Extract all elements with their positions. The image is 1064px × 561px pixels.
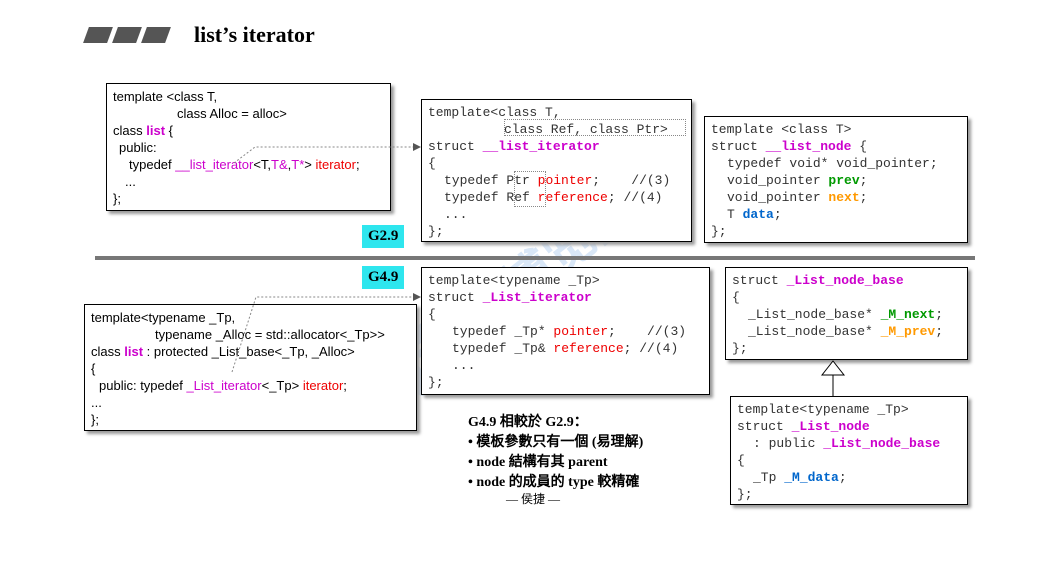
- code-line: ...: [452, 358, 476, 373]
- code-line: typedef _Tp& reference; //(4): [452, 341, 679, 356]
- author-signature: — 侯捷 —: [506, 492, 561, 506]
- version-label-g49: G4.9: [362, 266, 405, 289]
- g49-iterator-box: template<typename _Tp> struct _List_iter…: [421, 267, 710, 395]
- code-line: public: typedef _List_iterator<_Tp> iter…: [99, 378, 347, 393]
- code-line: ...: [444, 207, 468, 222]
- code-line: struct _List_iterator: [428, 290, 592, 305]
- code-line: {: [428, 156, 436, 171]
- code-line: };: [428, 375, 444, 390]
- version-separator: [95, 256, 975, 260]
- code-line: _List_node_base* _M_prev;: [748, 324, 944, 339]
- code-line: struct __list_node {: [711, 139, 868, 154]
- code-line: template <class T,: [113, 89, 218, 104]
- code-line: _List_node_base* _M_next;: [748, 307, 944, 322]
- inheritance-triangle-icon: [820, 360, 846, 376]
- code-line: struct __list_iterator: [428, 139, 600, 154]
- code-line: template<typename _Tp,: [91, 310, 236, 325]
- code-line: void_pointer next;: [727, 190, 868, 205]
- typedef-params-highlight: [514, 171, 546, 207]
- g29-iterator-box: template<class T, class Ref, class Ptr> …: [421, 99, 692, 242]
- code-line: typedef void* void_pointer;: [727, 156, 938, 171]
- g49-list-box: template<typename _Tp, typename _Alloc =…: [84, 304, 417, 431]
- code-line: class Ref, class Ptr>: [504, 122, 668, 137]
- code-line: {: [732, 290, 740, 305]
- code-line: struct _List_node_base: [732, 273, 904, 288]
- code-line: };: [91, 412, 99, 427]
- code-line: };: [737, 487, 753, 502]
- code-line: _Tp _M_data;: [753, 470, 847, 485]
- comparison-heading: G4.9 相較於 G2.9：: [468, 415, 588, 430]
- comparison-item: • 模板參數只有一個 (易理解): [468, 435, 644, 450]
- arrowhead-icon: [413, 143, 421, 151]
- code-line: ...: [125, 174, 136, 189]
- code-line: {: [91, 361, 96, 376]
- code-line: typedef _Tp* pointer; //(3): [452, 324, 687, 339]
- code-line: template <class T>: [711, 122, 852, 137]
- page-title: list’s iterator: [194, 22, 315, 47]
- code-line: };: [113, 191, 121, 206]
- code-line: struct _List_node: [737, 419, 870, 434]
- g29-list-box: template <class T, class Alloc = alloc> …: [106, 83, 391, 211]
- code-line: class Alloc = alloc>: [177, 106, 287, 121]
- comparison-item: • node 的成員的 type 較精確: [468, 475, 640, 490]
- code-line: };: [711, 224, 727, 239]
- code-line: {: [428, 307, 436, 322]
- g49-node-box: template<typename _Tp> struct _List_node…: [730, 396, 968, 505]
- code-line: typedef Ref reference; //(4): [444, 190, 663, 205]
- code-line: template<typename _Tp>: [737, 402, 909, 417]
- g49-node-base-box: struct _List_node_base { _List_node_base…: [725, 267, 968, 360]
- code-line: };: [428, 224, 444, 239]
- comparison-item: • node 結構有其 parent: [468, 455, 608, 470]
- code-line: template<typename _Tp>: [428, 273, 600, 288]
- code-line: typename _Alloc = std::allocator<_Tp>>: [155, 327, 385, 342]
- g29-node-box: template <class T> struct __list_node { …: [704, 116, 968, 243]
- code-line: class list : protected _List_base<_Tp, _…: [91, 344, 355, 359]
- code-line: void_pointer prev;: [727, 173, 868, 188]
- code-line: T data;: [727, 207, 782, 222]
- code-line: template<class T,: [428, 105, 561, 120]
- code-line: typedef Ptr pointer; //(3): [444, 173, 671, 188]
- template-params-highlight: [504, 119, 686, 136]
- arrowhead-icon: [413, 293, 421, 301]
- version-label-g29: G2.9: [362, 225, 405, 248]
- code-line: {: [737, 453, 745, 468]
- comparison-notes: G4.9 相較於 G2.9： • 模板參數只有一個 (易理解) • node 結…: [468, 413, 643, 505]
- code-line: ...: [91, 395, 102, 410]
- code-line: public:: [119, 140, 157, 155]
- code-line: : public _List_node_base: [753, 436, 941, 451]
- code-line: typedef __list_iterator<T,T&,T*> iterato…: [129, 157, 360, 172]
- code-line: };: [732, 341, 748, 356]
- code-line: class list {: [113, 123, 173, 138]
